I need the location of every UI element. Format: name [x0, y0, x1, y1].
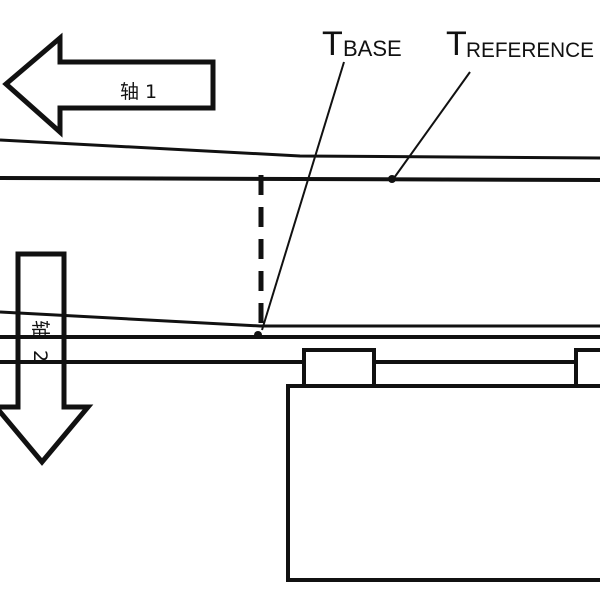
base-body: [286, 384, 600, 582]
axis-2-number: 2: [29, 350, 51, 362]
axis-1-label: 轴 1: [120, 81, 157, 103]
upper-curve-edge: [0, 138, 600, 160]
lower-curve-edge: [0, 310, 600, 328]
t-base-label: T BASE: [322, 25, 402, 63]
t-base-main: T: [322, 25, 343, 63]
axis-2-char: 轴: [29, 320, 51, 339]
t-base-leader-line: [261, 61, 345, 331]
t-reference-subscript: REFERENCE: [466, 39, 594, 62]
t-reference-leader-line: [393, 71, 471, 179]
axis-1-arrow: 轴 1: [2, 32, 216, 138]
t-base-subscript: BASE: [343, 36, 402, 61]
upper-reference-line: [0, 176, 600, 182]
axis-2-arrow: 轴 2: [0, 251, 94, 466]
t-base-point: [254, 331, 262, 339]
t-reference-main: T: [446, 25, 467, 63]
t-reference-point: [388, 175, 396, 183]
support-block-right: [574, 348, 600, 390]
support-block-left: [302, 348, 376, 390]
t-reference-label: T REFERENCE: [446, 25, 594, 63]
